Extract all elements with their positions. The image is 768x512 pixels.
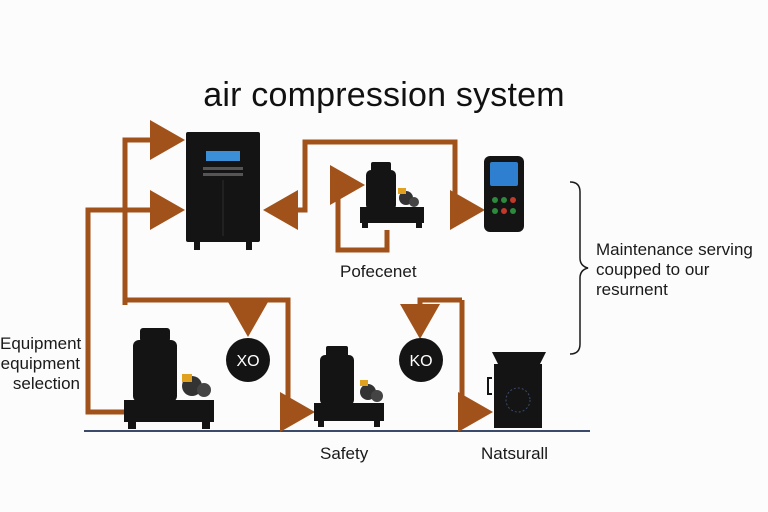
brace [569, 181, 589, 355]
valve-icon [399, 338, 443, 382]
arrow-to-natural [458, 300, 493, 432]
label-line: selection [12, 374, 80, 393]
label-line: resurnent [596, 280, 668, 299]
valve-xo: XO [226, 338, 270, 382]
label-natural: Natsurall [481, 444, 549, 463]
arrow-equipment-to-cabinet [85, 190, 185, 415]
generator-housing-icon [487, 352, 546, 428]
compressor-icon [124, 328, 214, 429]
compressor-icon [360, 162, 424, 228]
control-cabinet-icon [186, 132, 260, 250]
flow-arrows [85, 120, 493, 432]
arrow-compressor-loop-up [330, 165, 390, 253]
label-equipment-selection: Equipment equipment selection [0, 334, 82, 394]
arrow-left-loop-to-cabinet [122, 120, 185, 305]
arrow-trunk-to-safety [248, 297, 315, 432]
arrow-remote-to-cabinet [263, 139, 458, 230]
valve-ko: KO [399, 338, 443, 382]
label-line: Equipment [0, 334, 82, 353]
arrow-valve-ko-down [400, 297, 462, 339]
valve-icon [226, 338, 270, 382]
label-line: Maintenance serving [596, 240, 753, 259]
arrow-trunk-to-valve-xo [125, 297, 268, 337]
diagram-title: air compression system [203, 76, 565, 114]
remote-control-icon [484, 156, 524, 232]
label-center-compressor: Pofecenet [340, 262, 417, 281]
label-safety: Safety [320, 444, 369, 463]
label-maintenance: Maintenance serving coupped to our resur… [596, 240, 768, 300]
valve-xo-label: XO [236, 353, 259, 370]
label-line: coupped to our [596, 260, 710, 279]
valve-ko-label: KO [409, 353, 432, 370]
label-line: equipment [0, 354, 80, 373]
compressor-icon [314, 346, 384, 427]
